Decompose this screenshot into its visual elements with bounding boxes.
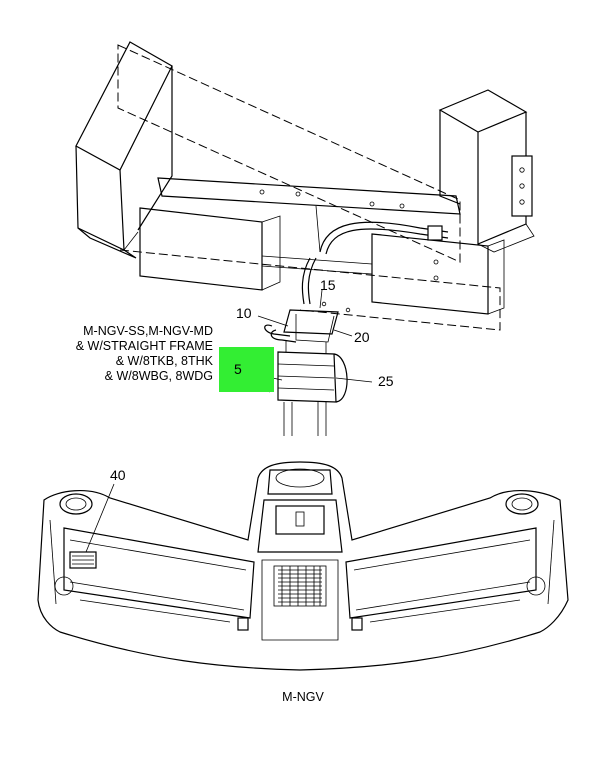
diagram-caption: M-NGV <box>282 690 324 704</box>
callout-5[interactable]: 5 <box>234 361 242 377</box>
leader-line-40 <box>85 483 115 553</box>
note-line-3: & W/8TKB, 8THK <box>116 354 214 368</box>
dashboard-panel <box>37 461 569 671</box>
upper-bracket-assembly <box>75 41 535 331</box>
note-line-2: & W/STRAIGHT FRAME <box>76 339 213 353</box>
callout-20: 20 <box>354 329 370 345</box>
callout-40: 40 <box>110 467 126 483</box>
highlight-box <box>219 347 274 392</box>
configuration-note: M-NGV-SS,M-NGV-MD & W/STRAIGHT FRAME & W… <box>76 324 214 383</box>
note-line-4: & W/8WBG, 8WDG <box>105 369 213 383</box>
note-line-1: M-NGV-SS,M-NGV-MD <box>83 324 213 338</box>
callout-15: 15 <box>320 277 336 293</box>
callout-10: 10 <box>236 305 252 321</box>
callout-25: 25 <box>378 373 394 389</box>
